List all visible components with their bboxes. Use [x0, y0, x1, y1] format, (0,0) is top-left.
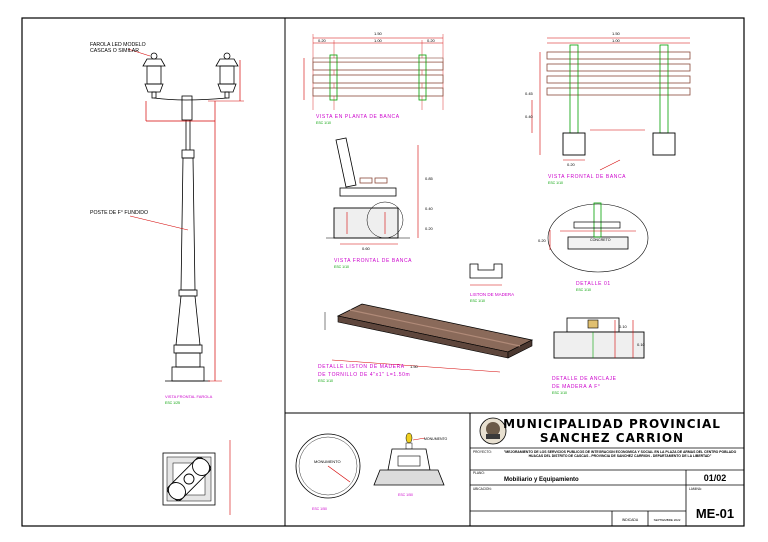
post-shaft	[180, 157, 196, 291]
front-dim-100: 1.00	[612, 38, 621, 43]
front-dim-045: 0.45	[525, 91, 534, 96]
scale-value: INDICADA	[622, 518, 639, 522]
plan-dim-020-left: 0.20	[318, 38, 327, 43]
lamp-view-title: VISTA FRONTAL FAROLA	[165, 394, 213, 399]
plan-label: PLANO:	[473, 471, 485, 475]
lamp-post-drawing	[127, 48, 244, 382]
lamp-plan-view	[162, 440, 231, 515]
monument-plan-label: MONUMENTO	[314, 459, 341, 464]
sheet-border	[21, 17, 745, 527]
post-label: POSTE DE F° FUNDIDO	[90, 210, 148, 216]
plan-dim-100: 1.00	[374, 38, 383, 43]
monument-callout: MONUMENTO	[424, 437, 448, 441]
sheet-code: ME-01	[696, 506, 734, 521]
slat-detail-title-1: DETALLE LISTON DE MADERA	[318, 364, 405, 370]
lamp-title-bottom: CASCAS O SIMILAR	[90, 48, 139, 54]
slat-3d-detail	[324, 303, 534, 373]
slat-detail-title-2: DE TORNILLO DE 4"x1" L=1.50m	[318, 372, 410, 378]
slat-detail-scale: ESC 1/10	[318, 379, 333, 383]
slat-3d-dim: 1.50	[410, 364, 419, 369]
location-label: UBICACION:	[473, 487, 492, 491]
lamp-arms	[153, 97, 228, 101]
detail01-concreto: CONCRETO	[590, 238, 611, 242]
sheet-no: 01/02	[704, 473, 727, 483]
plan-dim-150: 1.50	[374, 31, 383, 36]
side-dim-020: 0.20	[425, 226, 434, 231]
lamp-head-left	[142, 52, 166, 99]
side-dim-085: 0.85	[425, 176, 434, 181]
plan-name: Mobiliario y Equipamiento	[504, 477, 579, 483]
monument-elev-scale: ESC 1/50	[398, 493, 413, 497]
project-text: "MEJORAMIENTO DE LOS SERVICIOS PUBLICOS …	[503, 450, 737, 459]
arm-bracket	[181, 95, 193, 121]
anchor-detail	[553, 317, 645, 359]
slat-scale: ESC 1/10	[470, 299, 485, 303]
side-dim-040: 0.40	[425, 206, 434, 211]
detail01-dim: 0.20	[538, 238, 547, 243]
anchor-dim-010: 0.10	[619, 324, 628, 329]
side-dim-060: 0.60	[362, 246, 371, 251]
front-dim-040: 0.40	[525, 114, 534, 119]
lamp-head-right	[215, 52, 239, 99]
lamp-view-scale: ESC 1/25	[165, 401, 180, 405]
bench-side-title: VISTA FRONTAL DE BANCA	[334, 258, 412, 264]
front-dim-150: 1.50	[612, 31, 621, 36]
front-dim-020: 0.20	[567, 162, 576, 167]
bench-plan-view	[303, 34, 444, 110]
slat-title: LISTON DE MADERA	[470, 292, 514, 297]
anchor-title-1: DETALLE DE ANCLAJE	[552, 376, 617, 382]
lamp-title-top: FAROLA LED MODELO	[90, 42, 146, 48]
project-label: PROYECTO:	[473, 450, 492, 454]
bench-plan-title: VISTA EN PLANTA DE BANCA	[316, 114, 400, 120]
sheet-label: LAMINA:	[689, 487, 702, 491]
anchor-title-2: DE MADERA A F°	[552, 384, 600, 390]
anchor-dim-010b: 0.10	[637, 342, 646, 347]
org-line1: MUNICIPALIDAD PROVINCIAL	[503, 417, 721, 431]
title-block	[469, 412, 745, 527]
monument-plan	[295, 433, 361, 499]
monument-plan-scale: ESC 1/50	[312, 507, 327, 511]
detail01-scale: ESC 1/10	[576, 288, 591, 292]
date-value: SEPTIEMBRE 2022	[654, 518, 681, 522]
bench-front-view-right	[531, 37, 691, 171]
bench-plan-scale: ESC 1/10	[316, 121, 331, 125]
detail01-title: DETALLE 01	[576, 281, 611, 287]
monument-elevation	[373, 432, 445, 486]
detail-01	[547, 202, 649, 273]
bench-side-view	[326, 137, 419, 245]
bench-side-scale: ESC 1/10	[334, 265, 349, 269]
slat-profile	[469, 263, 503, 286]
post-collar	[181, 149, 195, 159]
org-line2: SANCHEZ CARRION	[540, 431, 684, 445]
bench-front-title: VISTA FRONTAL DE BANCA	[548, 174, 626, 180]
anchor-scale: ESC 1/10	[552, 391, 567, 395]
plan-dim-020-right: 0.20	[427, 38, 436, 43]
bench-front-scale: ESC 1/10	[548, 181, 563, 185]
post-base	[175, 295, 201, 346]
